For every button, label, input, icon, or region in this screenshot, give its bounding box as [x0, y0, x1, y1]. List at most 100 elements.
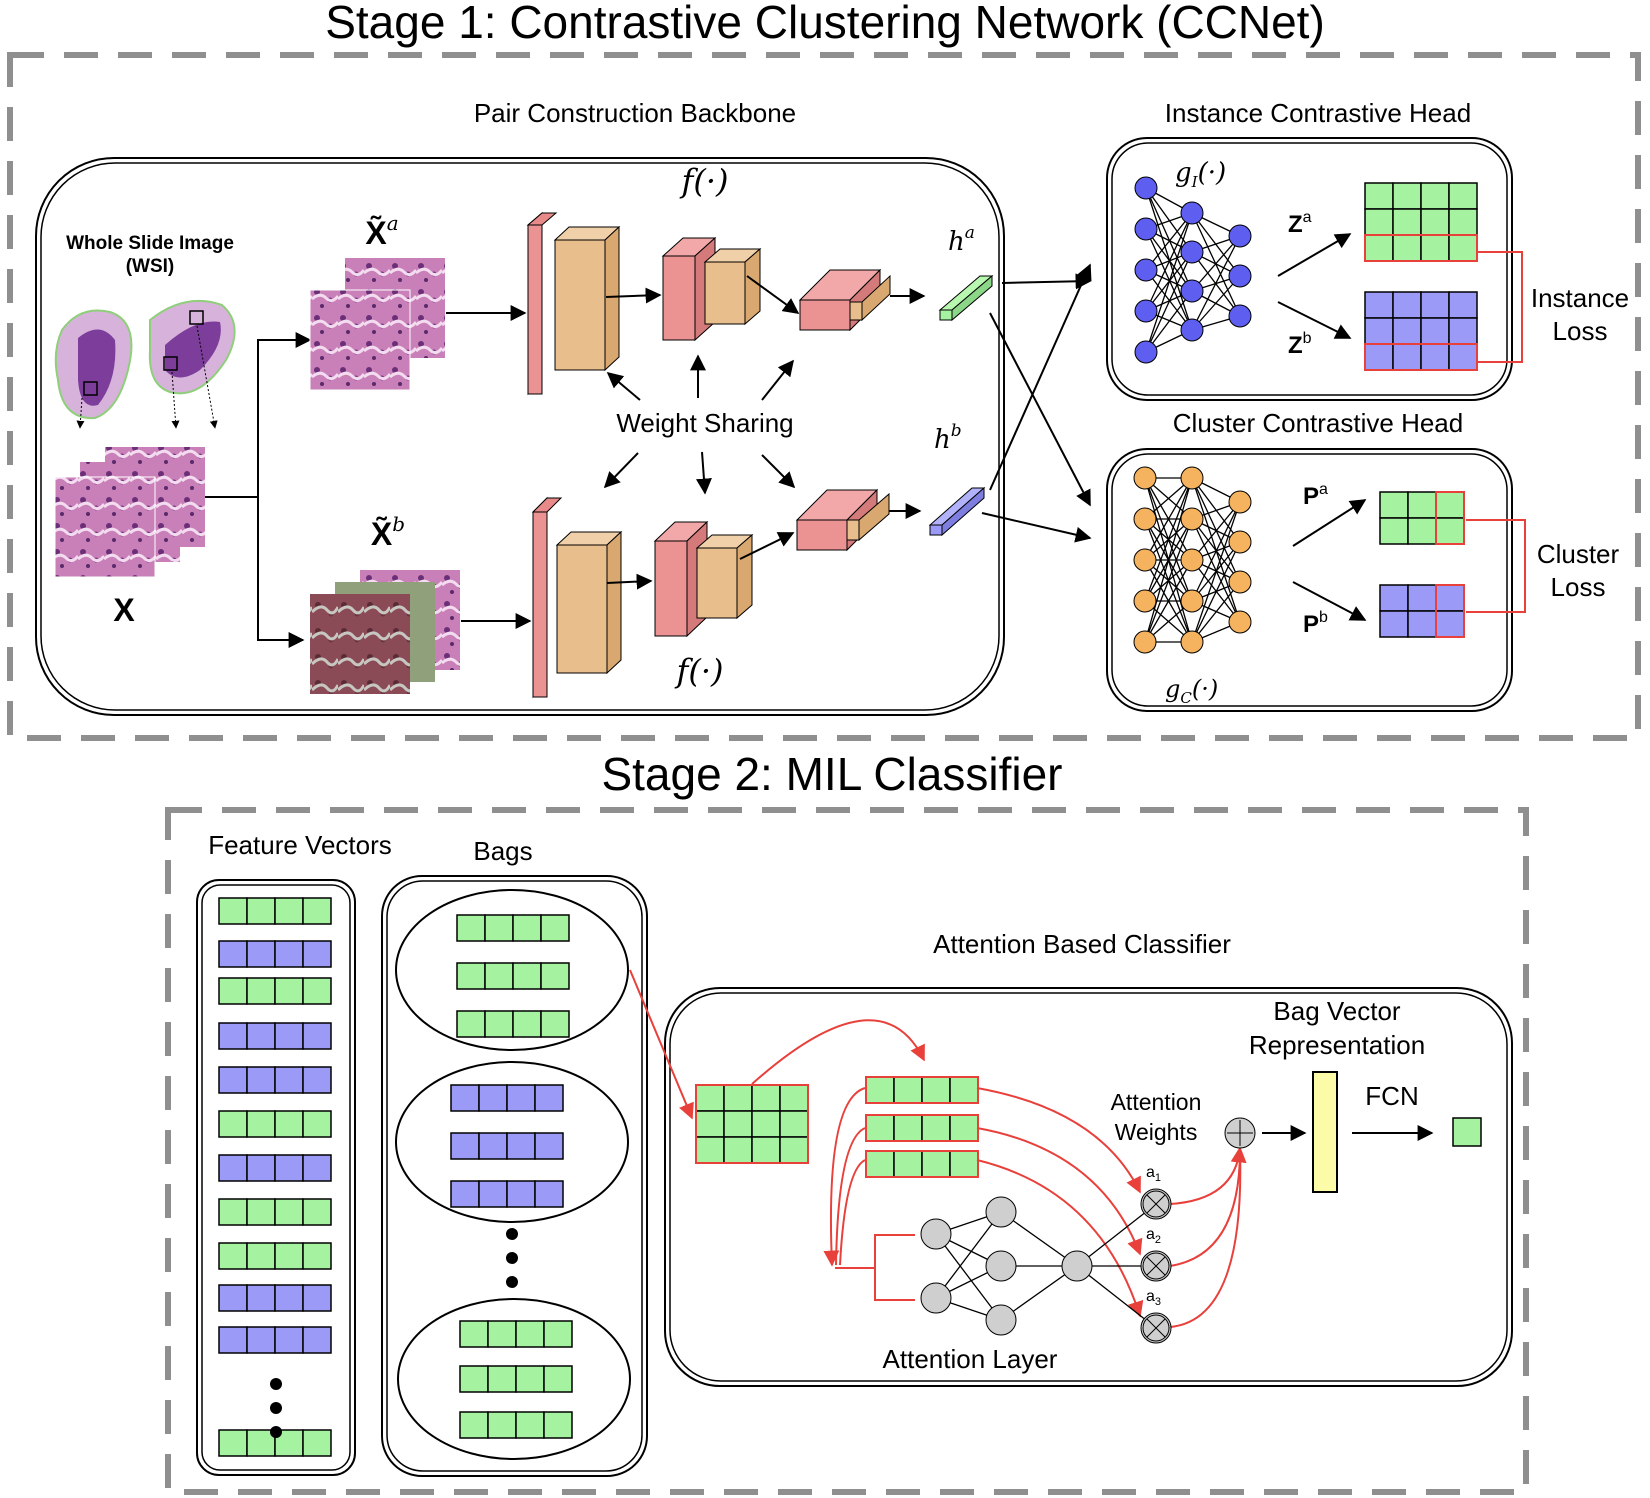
- cnn-block-top-3: [798, 268, 891, 332]
- bag3-vector: [515, 1320, 545, 1348]
- za-cell: [1448, 182, 1478, 210]
- za-cell: [1448, 234, 1478, 262]
- net-node: [1228, 530, 1252, 554]
- feature-vector: [218, 940, 248, 968]
- net-node: [1228, 570, 1252, 594]
- pb-highlight: [1435, 584, 1465, 638]
- cluster-loss-line2: Loss: [1551, 572, 1606, 602]
- bag1-vector: [456, 962, 486, 990]
- instance-vector: [949, 1114, 979, 1142]
- bag-matrix-cell: [695, 1084, 725, 1112]
- instance-head-box: [1106, 137, 1513, 401]
- zb-cell: [1392, 317, 1422, 345]
- zb-highlight: [1364, 343, 1478, 371]
- feature-vector: [302, 1242, 332, 1270]
- bag-matrix-cell: [751, 1084, 781, 1112]
- net-node: [1228, 304, 1252, 328]
- pa-cell: [1435, 491, 1465, 519]
- bag3-vector: [487, 1320, 517, 1348]
- bag3-vector: [459, 1411, 489, 1439]
- feature-vector: [218, 1110, 248, 1138]
- feature-ha: [938, 274, 994, 322]
- net-edge: [1191, 581, 1241, 643]
- feature-vector-list: [218, 897, 332, 1457]
- net-edge: [1191, 541, 1241, 643]
- za-cell: [1364, 208, 1394, 236]
- bag1-vector: [540, 962, 570, 990]
- a2-label: a2: [1146, 1226, 1161, 1246]
- feature-vector: [246, 977, 276, 1005]
- gc-label: gC(·): [1165, 675, 1218, 707]
- cnn-block-top-1: [526, 211, 621, 396]
- bag-3: [397, 1298, 631, 1460]
- bag-matrix: [695, 1084, 809, 1164]
- bag-matrix-cell: [779, 1110, 809, 1138]
- attention-layer-label: Attention Layer: [883, 1344, 1058, 1374]
- net-node: [1180, 548, 1204, 572]
- feature-vector: [302, 1022, 332, 1050]
- net-node: [1180, 466, 1204, 490]
- pa-highlight: [1435, 491, 1465, 545]
- feature-vector: [218, 1326, 248, 1354]
- net-node: [1180, 201, 1204, 225]
- zb-label: Zb: [1288, 330, 1312, 359]
- pa-cell: [1379, 517, 1409, 545]
- feature-vector: [246, 897, 276, 925]
- bag2-vector: [534, 1084, 564, 1112]
- whole-slide-image: Whole Slide Image (WSI): [54, 233, 236, 429]
- weight-sharing-label: Weight Sharing: [616, 408, 793, 438]
- cluster-loss-line1: Cluster: [1537, 539, 1620, 569]
- bag-vectors: [450, 914, 573, 1439]
- net-node: [1134, 340, 1158, 364]
- feature-hb: [928, 486, 986, 537]
- net-node: [1133, 630, 1157, 654]
- fcn-label: FCN: [1365, 1081, 1418, 1111]
- pb-label: Pb: [1303, 609, 1328, 638]
- feature-vector: [246, 1154, 276, 1182]
- feature-vector: [274, 1066, 304, 1094]
- bag3-vector: [543, 1411, 573, 1439]
- wsi-label-line2: (WSI): [126, 256, 175, 277]
- net-node: [920, 1218, 952, 1250]
- zb-cell: [1448, 291, 1478, 319]
- net-node: [1180, 589, 1204, 613]
- zb-cell: [1364, 343, 1394, 371]
- feature-vector: [302, 1066, 332, 1094]
- pb-cell: [1379, 610, 1409, 638]
- instance-vector-outline: [865, 1150, 979, 1178]
- pb-cell: [1407, 610, 1437, 638]
- instance-head-network: [1134, 176, 1252, 364]
- feature-vector: [274, 1198, 304, 1226]
- za-cell: [1392, 234, 1422, 262]
- instance-vector: [921, 1150, 951, 1178]
- pa-label: Pa: [1303, 481, 1328, 510]
- bags-title: Bags: [473, 836, 532, 866]
- bag1-vector: [512, 914, 542, 942]
- za-cell: [1448, 208, 1478, 236]
- instance-vector: [893, 1150, 923, 1178]
- zb-cell: [1392, 291, 1422, 319]
- bag-matrix-cell: [695, 1136, 725, 1164]
- bag-1: [395, 889, 629, 1051]
- bags-box: [381, 875, 648, 1477]
- patch-stack-x: [54, 447, 205, 578]
- xb-label: X̃b: [371, 512, 405, 552]
- xa-label: X̃a: [365, 211, 398, 251]
- net-edge: [1144, 477, 1193, 643]
- bag2-vector: [450, 1180, 480, 1208]
- net-edge: [1145, 187, 1193, 253]
- attention-weights-line1: Attention: [1111, 1089, 1202, 1115]
- cluster-head-network: [1133, 466, 1252, 654]
- net-edge: [1000, 1211, 1078, 1267]
- bag3-vector: [515, 1411, 545, 1439]
- feature-vector: [218, 1066, 248, 1094]
- attention-classifier-box: [664, 987, 1513, 1387]
- cnn-block-bottom-3: [795, 488, 890, 552]
- net-node: [1133, 466, 1157, 490]
- bag1-vector: [484, 914, 514, 942]
- net-node: [1133, 589, 1157, 613]
- net-node: [1180, 318, 1204, 342]
- instance-vector: [921, 1114, 951, 1142]
- bag-matrix-cell: [695, 1110, 725, 1138]
- instance-head-title: Instance Contrastive Head: [1165, 98, 1471, 128]
